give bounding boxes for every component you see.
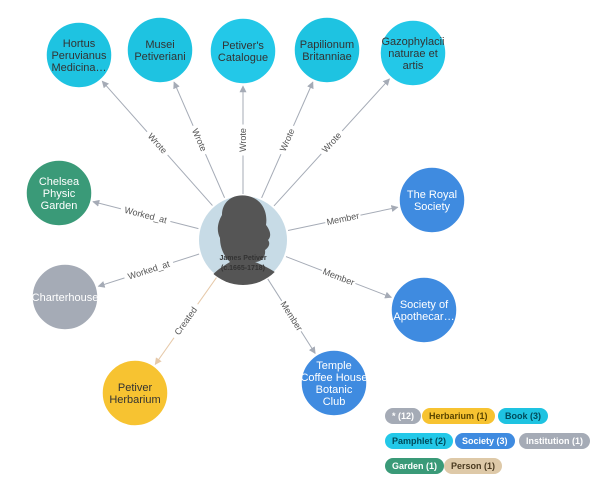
- edge-label-bg-temple: [276, 297, 307, 335]
- node-label-temple: Club: [323, 396, 346, 408]
- node-label-gazophylacii: naturae et: [388, 48, 438, 60]
- legend-pill-garden[interactable]: Garden (1): [385, 458, 445, 474]
- node-circle-papilionum: [293, 16, 361, 84]
- edge-label-apothecaries: Member: [321, 266, 355, 287]
- node-circle-catalogue: [209, 17, 277, 85]
- edge-papilionum[interactable]: Wrote: [261, 81, 314, 199]
- legend-pill-book[interactable]: Book (3): [498, 408, 548, 424]
- legend-pill-herbarium[interactable]: Herbarium (1): [422, 408, 495, 424]
- edge-label-bg-musei: [187, 123, 212, 157]
- edge-label-papilionum: Wrote: [278, 127, 297, 153]
- legend-pill-institution[interactable]: Institution (1): [519, 433, 590, 449]
- center-node-name: James Petiver: [219, 255, 266, 262]
- node-label-apothecaries: Society of: [400, 299, 449, 311]
- node-label-royal: The Royal: [407, 189, 457, 201]
- edge-label-temple: Member: [278, 300, 304, 333]
- node-label-royal: Society: [414, 201, 451, 213]
- node-label-papilionum: Britanniae: [302, 51, 352, 63]
- edge-musei[interactable]: Wrote: [173, 81, 226, 199]
- person-silhouette-icon: [205, 195, 288, 285]
- legend-pill-all[interactable]: * (12): [385, 408, 422, 424]
- edge-label-bg-apothecaries: [319, 264, 358, 290]
- node-label-hortus: Hortus: [63, 38, 96, 50]
- node-circle-hortus: [45, 21, 113, 89]
- node-label-musei: Musei: [145, 39, 174, 51]
- node-circle-temple: [300, 349, 368, 417]
- edge-label-catalogue: Wrote: [238, 128, 248, 152]
- node-circle-apothecaries: [390, 276, 458, 344]
- node-label-gazophylacii: artis: [403, 60, 424, 72]
- node-circle-musei: [126, 16, 194, 84]
- edge-herbarium[interactable]: Created: [154, 277, 217, 365]
- edge-label-bg-chelsea: [119, 203, 172, 228]
- legend-pill-person[interactable]: Person (1): [444, 458, 503, 474]
- node-label-musei: Petiveriani: [134, 51, 185, 63]
- edge-catalogue[interactable]: Wrote: [237, 85, 249, 194]
- node-label-temple: Botanic: [316, 384, 353, 396]
- node-label-catalogue: Catalogue: [218, 52, 268, 64]
- edge-label-chelsea: Worked_at: [123, 205, 168, 226]
- node-label-hortus: Peruvianus: [51, 50, 107, 62]
- edge-label-bg-charterhouse: [122, 256, 175, 284]
- node-label-chelsea: Physic: [43, 188, 76, 200]
- node-label-herbarium: Petiver: [118, 382, 153, 394]
- node-circle-chelsea: [25, 159, 93, 227]
- edge-label-musei: Wrote: [190, 127, 209, 153]
- edge-apothecaries[interactable]: Member: [285, 256, 393, 299]
- edge-royal[interactable]: Member: [287, 205, 399, 231]
- edge-label-herbarium: Created: [173, 305, 200, 337]
- node-label-herbarium: Herbarium: [109, 394, 160, 406]
- edge-label-charterhouse: Worked_at: [127, 259, 172, 282]
- nodes-layer: HortusPeruvianusMedicina…MuseiPetiverian…: [25, 16, 466, 427]
- node-circle-charterhouse: [31, 263, 99, 331]
- legend-panel: * (12)Herbarium (1)Book (3) Pamphlet (2)S…: [380, 400, 595, 482]
- node-label-chelsea: Garden: [41, 200, 78, 212]
- node-hortus[interactable]: HortusPeruvianusMedicina…: [45, 21, 113, 89]
- edge-charterhouse[interactable]: Worked_at: [97, 253, 200, 288]
- node-apothecaries[interactable]: Society ofApothecar…: [390, 276, 458, 344]
- node-label-chelsea: Chelsea: [39, 176, 80, 188]
- center-node-dates: (c.1665-1718): [221, 265, 265, 272]
- person-node-james-petiver[interactable]: James Petiver (c.1665-1718): [197, 194, 290, 290]
- edge-chelsea[interactable]: Worked_at: [92, 199, 199, 230]
- node-circle-royal: [398, 166, 466, 234]
- node-circle-gazophylacii: [379, 19, 447, 87]
- node-charterhouse[interactable]: Charterhouse: [31, 263, 99, 331]
- edge-label-bg-royal: [324, 209, 362, 229]
- legend-pill-pamphlet[interactable]: Pamphlet (2): [385, 433, 454, 449]
- edge-temple[interactable]: Member: [267, 278, 316, 355]
- edge-label-bg-catalogue: [237, 124, 249, 156]
- node-label-hortus: Medicina…: [51, 62, 106, 74]
- node-label-gazophylacii: Gazophylacii: [382, 36, 445, 48]
- legend-pill-society[interactable]: Society (3): [455, 433, 515, 449]
- node-label-temple: Temple: [316, 360, 351, 372]
- edge-label-bg-herbarium: [169, 300, 203, 342]
- node-circle-herbarium: [101, 359, 169, 427]
- node-label-charterhouse: Charterhouse: [32, 292, 99, 304]
- edge-label-bg-hortus: [142, 127, 173, 159]
- edge-label-bg-papilionum: [275, 123, 299, 157]
- node-label-papilionum: Papilionum: [300, 39, 354, 51]
- edge-label-bg-gazophylacii: [316, 126, 347, 158]
- node-label-apothecaries: Apothecar…: [393, 311, 454, 323]
- node-label-temple: Coffee House: [300, 372, 367, 384]
- node-label-catalogue: Petiver's: [222, 40, 264, 52]
